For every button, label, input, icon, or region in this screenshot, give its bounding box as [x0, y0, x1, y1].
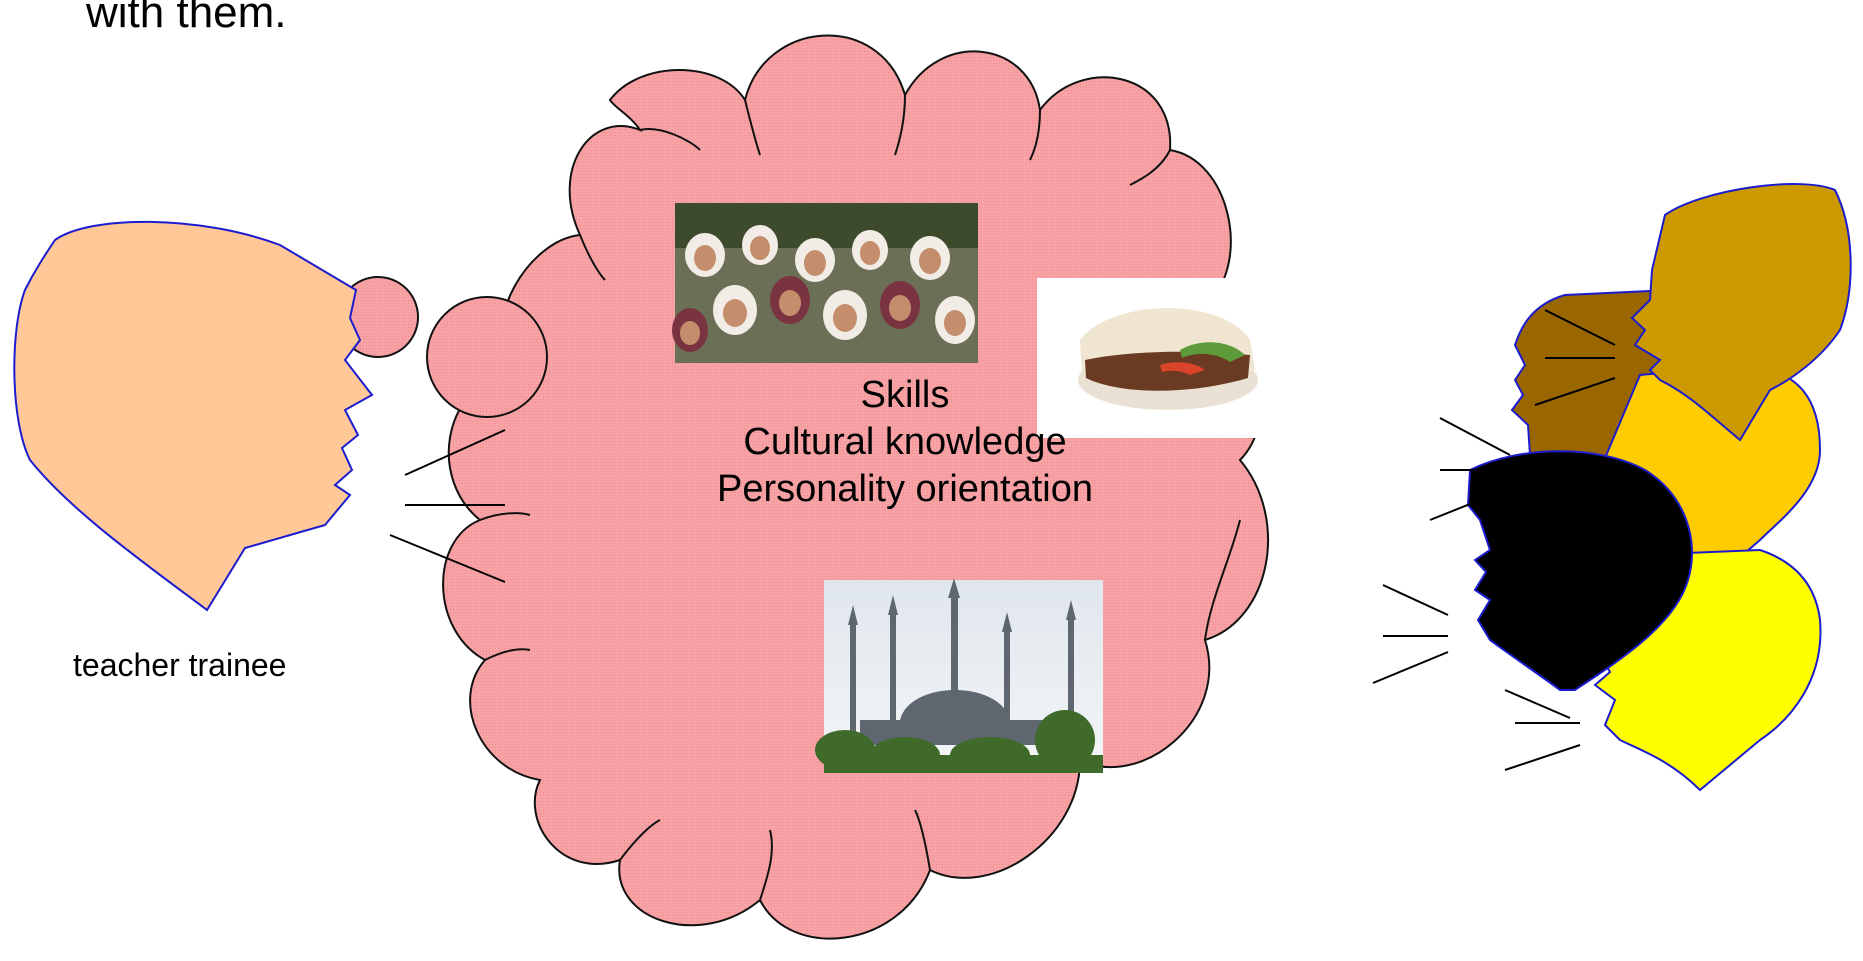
cloud-line-personality-orientation: Personality orientation [717, 468, 1093, 510]
thought-bubble-large [426, 296, 548, 418]
student-speech-lines [1372, 309, 1616, 771]
cloud-line-skills: Skills [860, 374, 950, 416]
trainee-speech-lines [389, 429, 506, 583]
head-brown [1630, 183, 1852, 442]
thought-bubbles [337, 276, 548, 418]
teacher-trainee-head [13, 220, 374, 612]
photo-mosque [815, 578, 1103, 773]
head-black [1466, 450, 1693, 691]
student-heads [1466, 183, 1852, 792]
teacher-trainee-caption: teacher trainee [73, 647, 287, 683]
cloud-line-cultural-knowledge: Cultural knowledge [743, 421, 1067, 463]
photo-food [1037, 278, 1296, 438]
heading-fragment: with them. [86, 0, 287, 37]
photo-crowd [672, 203, 978, 363]
cloud-text: Skills Cultural knowledge Personality or… [660, 372, 1150, 513]
